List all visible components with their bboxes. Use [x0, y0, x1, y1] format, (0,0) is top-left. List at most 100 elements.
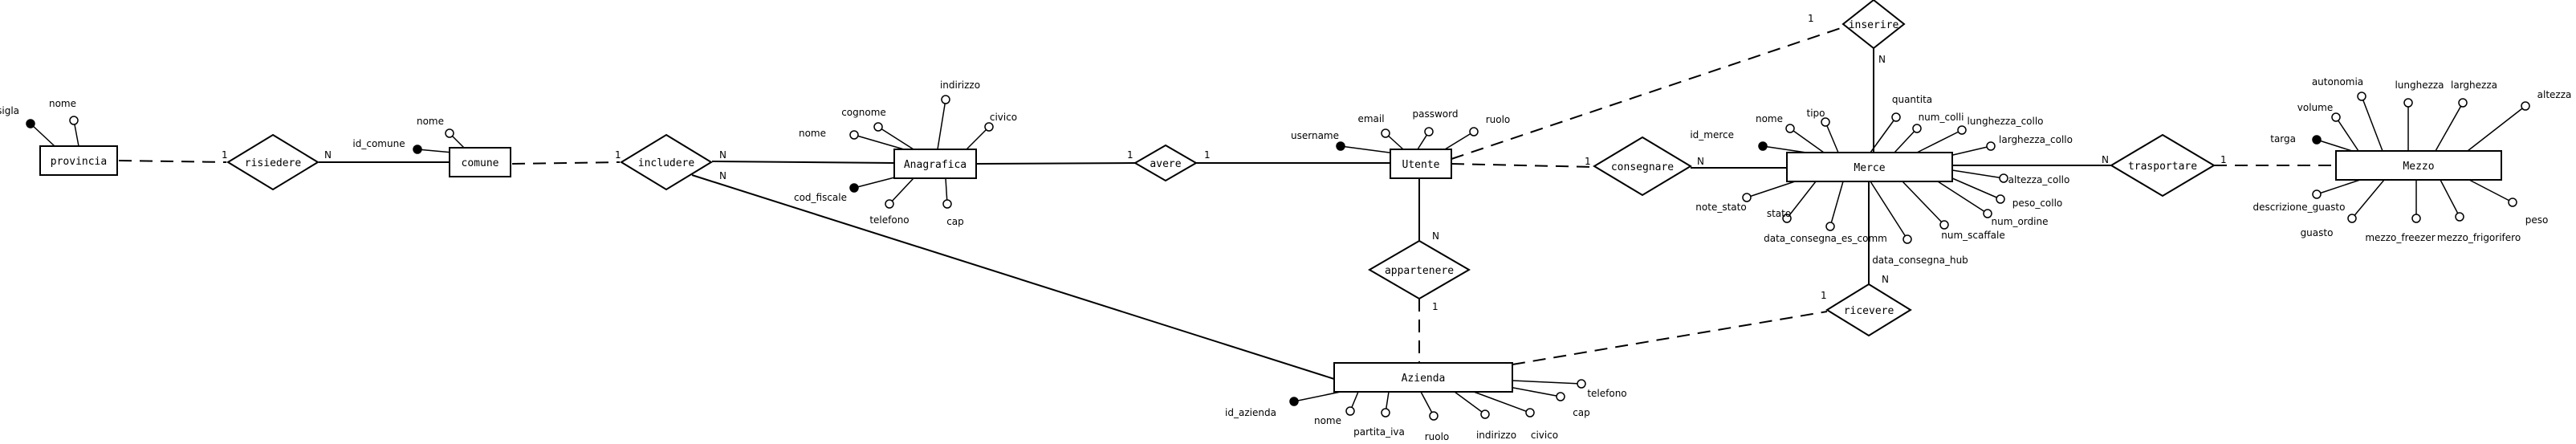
attribute-comune-nome: nome: [417, 116, 465, 149]
entity-azienda[interactable]: Azienda: [1333, 362, 1513, 393]
attribute-connector: [937, 99, 946, 150]
cardinality-label: 1: [2220, 154, 2227, 165]
attribute-utente-ruolo: ruolo: [1444, 114, 1510, 150]
entity-utente[interactable]: Utente: [1390, 149, 1452, 179]
attribute-merce-num_scaffale: num_scaffale: [1902, 181, 2005, 241]
entity-label: Merce: [1854, 162, 1885, 174]
cardinality-label: 1: [1585, 156, 1591, 167]
attribute-marker: [941, 95, 950, 104]
attribute-marker: [2347, 214, 2357, 223]
attribute-label: cap: [1573, 407, 1590, 418]
entity-box[interactable]: [1786, 152, 1953, 182]
attribute-marker: [2403, 98, 2413, 108]
attribute-connector: [1473, 391, 1531, 413]
attribute-azienda-ruolo: ruolo: [1420, 391, 1449, 442]
entity-mezzo[interactable]: Mezzo: [2335, 150, 2502, 181]
attribute-label: autonomia: [2312, 76, 2363, 88]
key-attribute-marker: [1336, 141, 1345, 151]
relationship-diamond[interactable]: [1825, 283, 1912, 337]
link-risiedere-comune: N: [319, 149, 450, 163]
cardinality-label: N: [1697, 156, 1704, 167]
attribute-label: id_comune: [352, 138, 405, 149]
attribute-connector: [2335, 116, 2359, 152]
attribute-marker: [2357, 92, 2366, 101]
attribute-marker: [1996, 194, 2005, 204]
entity-box[interactable]: [39, 145, 118, 176]
link-appartenere-azienda: 1: [1418, 299, 1439, 363]
attribute-label: volume: [2297, 102, 2333, 113]
relationship-inserire[interactable]: inserire: [1841, 0, 1906, 50]
attribute-marker: [2458, 98, 2468, 108]
relationship-trasportare[interactable]: trasportare: [2110, 133, 2216, 198]
attributes-layer: siglanomeid_comunenomenomecognomeindiriz…: [0, 76, 2571, 442]
attribute-label: nome: [1314, 415, 1341, 426]
relationship-ricevere[interactable]: ricevere: [1825, 283, 1912, 337]
entity-provincia[interactable]: provincia: [39, 145, 118, 176]
entity-anagrafica[interactable]: Anagrafica: [893, 149, 977, 179]
attribute-label: nome: [1756, 113, 1783, 124]
relationship-label: trasportare: [2128, 161, 2197, 173]
attribute-label: larghezza_collo: [1999, 134, 2073, 145]
cardinality-label: 1: [1127, 149, 1133, 161]
attribute-label: quantita: [1892, 94, 1932, 105]
attribute-connector: [1916, 129, 1963, 153]
attribute-connector: [2316, 179, 2361, 195]
attribute-connector: [1951, 177, 2001, 200]
attribute-marker: [1381, 128, 1390, 138]
relationship-avere[interactable]: avere: [1133, 144, 1198, 182]
attribute-label: num_colli: [1919, 112, 1964, 123]
attribute-anagrafica-nome: nome: [799, 128, 905, 150]
link-line: [118, 160, 227, 163]
attribute-marker: [1957, 125, 1967, 135]
attribute-connector: [1762, 145, 1807, 153]
relationship-appartenere[interactable]: appartenere: [1368, 239, 1471, 300]
link-utente-consegnare: 1: [1451, 156, 1595, 168]
entity-box[interactable]: [893, 149, 977, 179]
attribute-mezzo-larghezza: larghezza: [2435, 79, 2497, 152]
relationship-diamond[interactable]: [226, 133, 319, 191]
attribute-mezzo-mezzo_frigorifero: mezzo_frigorifero: [2437, 179, 2521, 243]
entity-label: Azienda: [1402, 373, 1446, 385]
relationship-diamond[interactable]: [620, 133, 713, 191]
entity-label: provincia: [51, 156, 107, 168]
attribute-connector: [966, 126, 990, 150]
attribute-marker: [1525, 408, 1535, 418]
attribute-marker: [2411, 214, 2421, 223]
entity-box[interactable]: [1390, 149, 1452, 179]
relationship-diamond[interactable]: [1133, 144, 1198, 182]
cardinality-label: N: [1882, 274, 1889, 285]
relationship-diamond[interactable]: [2110, 133, 2216, 198]
attribute-merce-data_consegna_es_comm: data_consegna_es_comm: [1764, 181, 1887, 244]
attribute-label: id_azienda: [1225, 407, 1276, 418]
attribute-merce-larghezza_collo: larghezza_collo: [1942, 134, 2073, 158]
relationship-diamond[interactable]: [1368, 239, 1471, 300]
entity-box[interactable]: [449, 147, 511, 177]
entity-merce[interactable]: Merce: [1786, 152, 1953, 182]
attribute-merce-tipo: tipo: [1807, 108, 1839, 153]
relationship-consegnare[interactable]: consegnare: [1593, 136, 1692, 197]
attribute-label: lunghezza_collo: [1967, 116, 2043, 127]
attribute-anagrafica-cod_fiscale: cod_fiscale: [794, 174, 905, 203]
relationship-risiedere[interactable]: risiedere: [226, 133, 319, 191]
entity-label: Mezzo: [2403, 161, 2434, 173]
attribute-label: data_consegna_hub: [1872, 255, 1968, 266]
cardinality-label: 1: [1808, 13, 1814, 24]
relationship-diamond[interactable]: [1593, 136, 1692, 197]
entity-comune[interactable]: comune: [449, 147, 511, 177]
link-line: [1451, 26, 1844, 160]
relationship-includere[interactable]: includere: [620, 133, 713, 191]
attribute-azienda-partita_iva: partita_iva: [1353, 391, 1405, 438]
cardinality-label: N: [324, 149, 332, 161]
attribute-marker: [1912, 124, 1922, 133]
relationship-diamond[interactable]: [1841, 0, 1906, 50]
attribute-mezzo-mezzo_freezer: mezzo_freezer: [2365, 180, 2436, 243]
entity-box[interactable]: [1333, 362, 1513, 393]
attribute-connector: [1746, 181, 1796, 198]
key-attribute-marker: [26, 119, 35, 128]
attribute-label: cap: [946, 216, 964, 227]
cardinality-label: N: [719, 149, 726, 161]
link-line: [975, 162, 1136, 165]
entity-box[interactable]: [2335, 150, 2502, 181]
